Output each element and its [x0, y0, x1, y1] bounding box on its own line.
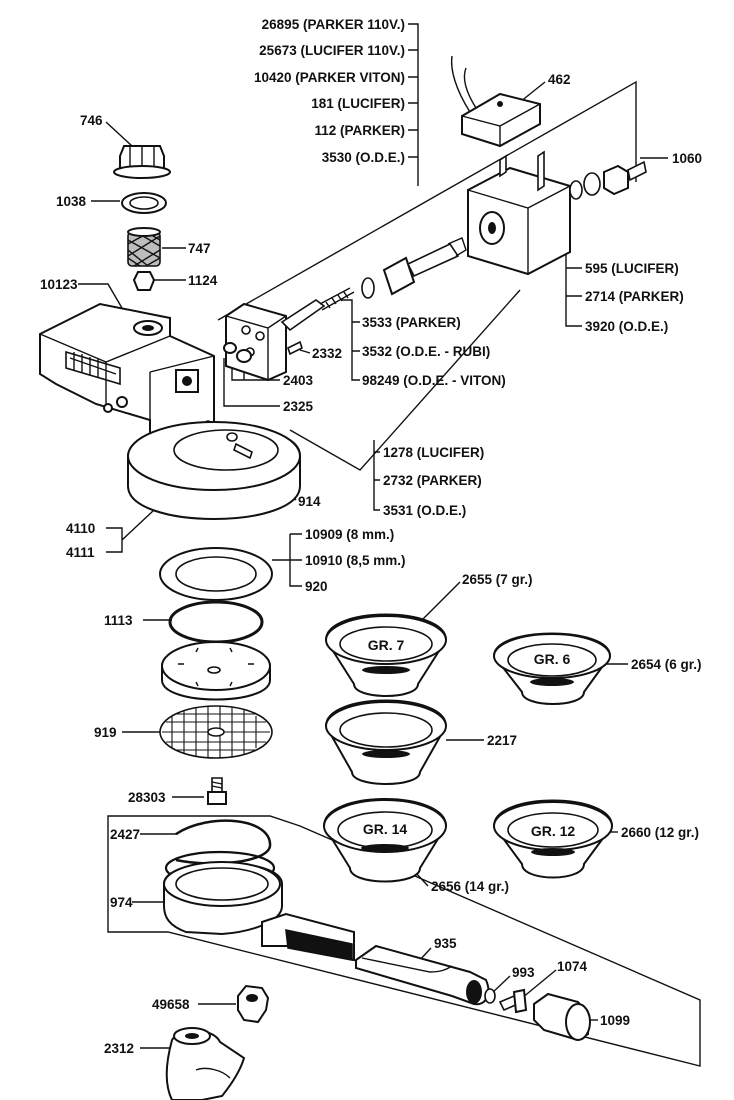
cup-label-gr6: GR. 6 [534, 651, 571, 667]
label-974: 974 [110, 895, 133, 910]
label-10123: 10123 [40, 277, 78, 292]
label-3532: 3532 (O.D.E. - RUBI) [362, 344, 490, 359]
label-2403: 2403 [283, 373, 314, 388]
label-746: 746 [80, 113, 103, 128]
label-993: 993 [512, 965, 535, 980]
label-1124: 1124 [188, 273, 218, 288]
label-2427: 2427 [110, 827, 140, 842]
label-1099: 1099 [600, 1013, 630, 1028]
label-1038: 1038 [56, 194, 87, 209]
label-914: 914 [298, 494, 321, 509]
label-747: 747 [188, 241, 211, 256]
label-462: 462 [548, 72, 571, 87]
label-181: 181 (LUCIFER) [311, 96, 405, 111]
label-112: 112 (PARKER) [314, 123, 405, 138]
label-2217: 2217 [487, 733, 517, 748]
label-2654: 2654 (6 gr.) [631, 657, 702, 672]
label-2660: 2660 (12 gr.) [621, 825, 699, 840]
label-25673: 25673 (LUCIFER 110V.) [259, 43, 405, 58]
label-3920: 3920 (O.D.E.) [585, 319, 668, 334]
label-4111: 4111 [66, 545, 95, 560]
label-2332: 2332 [312, 346, 342, 361]
label-3530: 3530 (O.D.E.) [322, 150, 405, 165]
label-28303: 28303 [128, 790, 166, 805]
label-2325: 2325 [283, 399, 314, 414]
cup-label-gr14: GR. 14 [363, 821, 408, 837]
label-49658: 49658 [152, 997, 190, 1012]
label-3533: 3533 (PARKER) [362, 315, 461, 330]
label-919: 919 [94, 725, 117, 740]
parts-drawings [39, 55, 647, 1100]
label-2655: 2655 (7 gr.) [462, 572, 533, 587]
label-935: 935 [434, 936, 457, 951]
cup-label-gr12: GR. 12 [531, 823, 576, 839]
label-3531: 3531 (O.D.E.) [383, 503, 466, 518]
label-2656: 2656 (14 gr.) [431, 879, 509, 894]
label-4110: 4110 [66, 521, 95, 536]
label-10420: 10420 (PARKER VITON) [254, 70, 405, 85]
label-1113: 1113 [104, 613, 133, 628]
label-10909: 10909 (8 mm.) [305, 527, 394, 542]
part-labels: 26895 (PARKER 110V.) 25673 (LUCIFER 110V… [40, 17, 702, 1056]
label-2312: 2312 [104, 1041, 134, 1056]
label-2732: 2732 (PARKER) [383, 473, 482, 488]
label-26895: 26895 (PARKER 110V.) [262, 17, 405, 32]
label-1060: 1060 [672, 151, 702, 166]
label-1074: 1074 [557, 959, 588, 974]
label-2714: 2714 (PARKER) [585, 289, 684, 304]
label-920: 920 [305, 579, 328, 594]
cup-label-gr7: GR. 7 [368, 637, 405, 653]
label-10910: 10910 (8,5 mm.) [305, 553, 406, 568]
label-98249: 98249 (O.D.E. - VITON) [362, 373, 506, 388]
label-595: 595 (LUCIFER) [585, 261, 679, 276]
label-1278: 1278 (LUCIFER) [383, 445, 484, 460]
